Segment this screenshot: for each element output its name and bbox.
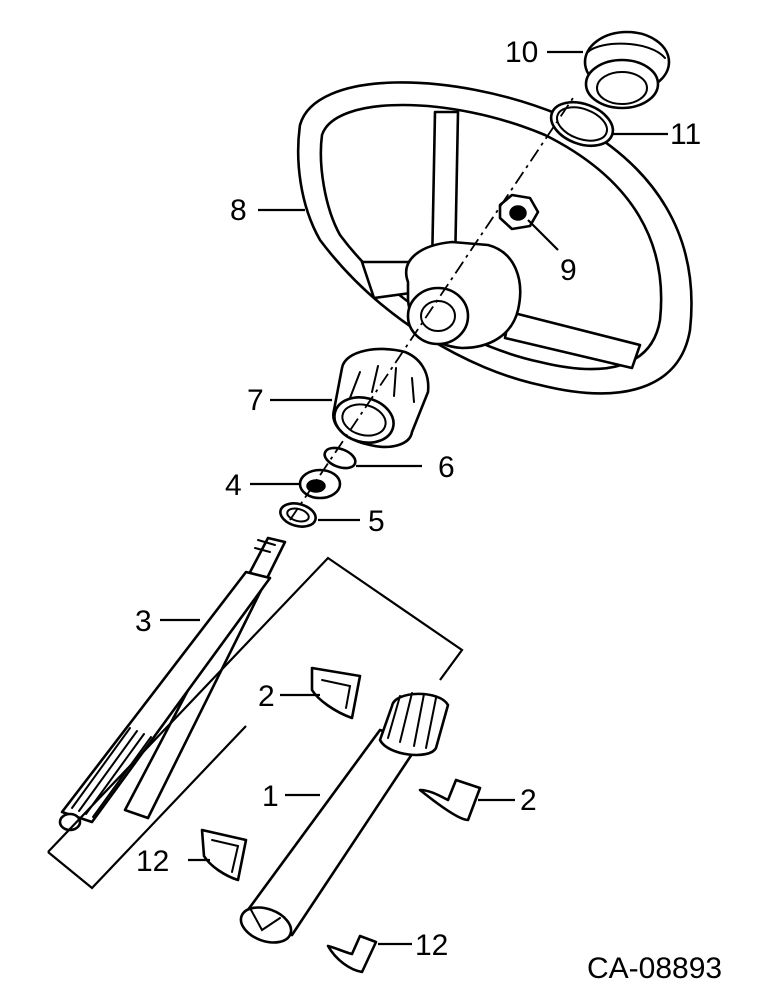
label-2-upper: 2 xyxy=(258,680,275,713)
label-8: 8 xyxy=(230,194,247,227)
shaft-splines xyxy=(71,727,152,818)
label-12-lower: 12 xyxy=(415,929,448,962)
steering-shaft xyxy=(58,536,287,832)
label-9: 9 xyxy=(560,254,577,287)
label-1: 1 xyxy=(262,780,279,813)
label-7: 7 xyxy=(247,384,264,417)
bushing xyxy=(279,502,317,528)
clamp-upper xyxy=(310,666,362,720)
horn-cap xyxy=(583,30,671,110)
drawing-code: CA-08893 xyxy=(587,952,722,985)
label-2-lower: 2 xyxy=(520,784,537,817)
label-11: 11 xyxy=(670,118,701,151)
label-6: 6 xyxy=(438,451,455,484)
label-4: 4 xyxy=(225,469,242,502)
label-3: 3 xyxy=(135,605,152,638)
label-10: 10 xyxy=(505,36,538,69)
retaining-ring xyxy=(549,100,615,148)
group-bracket-line xyxy=(47,556,464,853)
assembly-axis-line xyxy=(289,94,576,521)
label-5: 5 xyxy=(368,505,385,538)
column-tube xyxy=(239,692,450,944)
splined-adapter xyxy=(332,347,430,449)
leader-lines xyxy=(160,50,668,946)
washer xyxy=(323,446,357,470)
clip-lower xyxy=(326,934,378,974)
clip-upper xyxy=(200,828,248,882)
clamp-lower xyxy=(418,778,482,822)
callout-labels: 10 11 8 9 7 6 4 5 3 2 1 2 12 12 xyxy=(135,36,701,962)
steering-wheel xyxy=(296,81,693,395)
label-12-upper: 12 xyxy=(136,845,169,878)
